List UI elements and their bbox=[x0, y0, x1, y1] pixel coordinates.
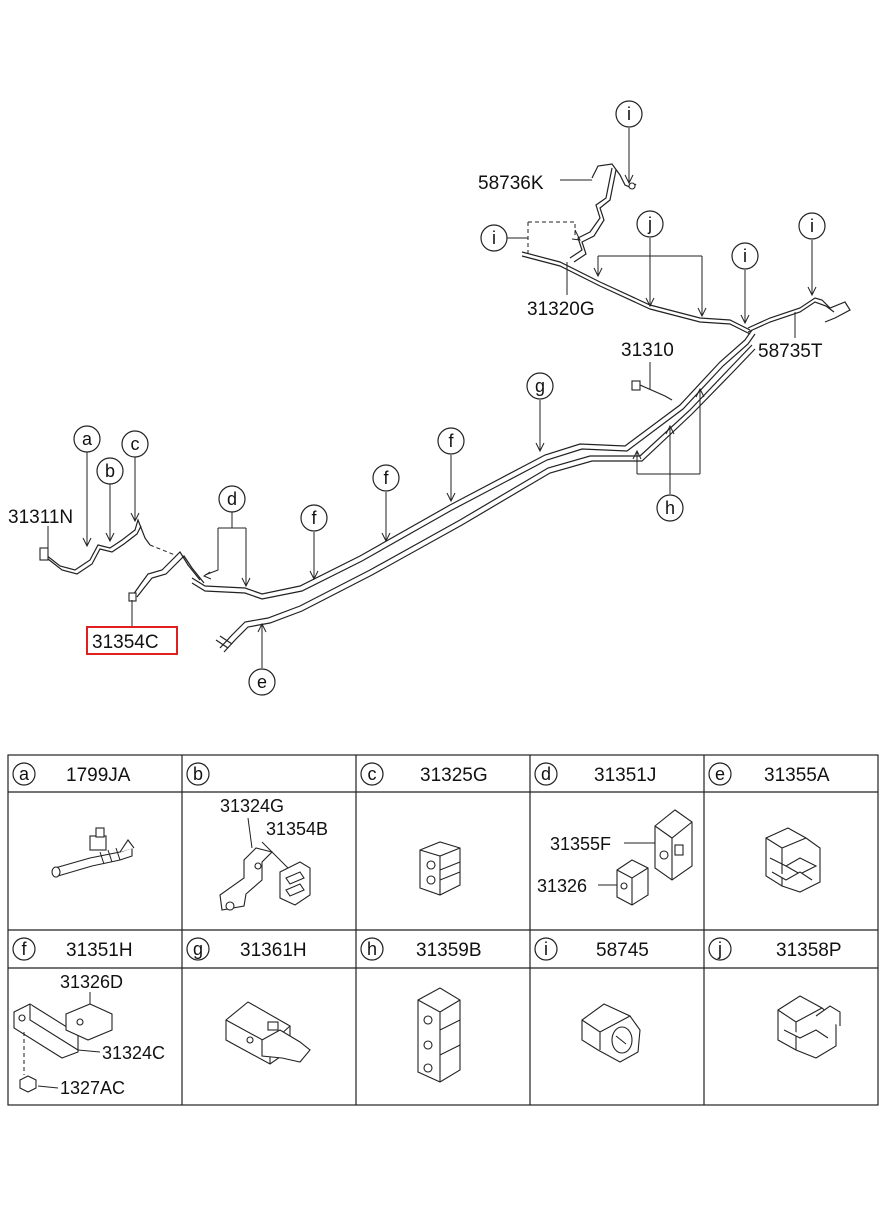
svg-text:f: f bbox=[448, 431, 454, 451]
svg-text:e: e bbox=[715, 764, 725, 784]
cell-header-g: g 31361H bbox=[186, 937, 307, 961]
part-illustration-31355A bbox=[765, 827, 821, 893]
svg-text:i: i bbox=[492, 228, 496, 248]
svg-text:31326D: 31326D bbox=[60, 972, 123, 992]
svg-text:31359B: 31359B bbox=[416, 940, 482, 961]
legend-table: a 1799JA b c 31325G d 31351J e 31355A f … bbox=[7, 754, 879, 1106]
part-label-31320G[interactable]: 31320G bbox=[527, 299, 595, 320]
callout-i-1[interactable]: i bbox=[615, 100, 643, 128]
svg-text:i: i bbox=[627, 104, 631, 124]
callout-i-3[interactable]: i bbox=[731, 242, 759, 270]
part-label-31310[interactable]: 31310 bbox=[621, 340, 674, 361]
svg-text:d: d bbox=[227, 489, 237, 509]
svg-text:h: h bbox=[367, 939, 377, 959]
svg-text:1799JA: 1799JA bbox=[66, 765, 131, 786]
part-illustration-31361H bbox=[225, 1001, 311, 1065]
part-illustration-31359B bbox=[417, 987, 461, 1083]
fuel-pipes bbox=[39, 163, 851, 653]
svg-text:e: e bbox=[257, 672, 267, 692]
part-illustration-1799JA bbox=[51, 827, 135, 878]
svg-text:31351H: 31351H bbox=[66, 940, 133, 961]
callout-g[interactable]: g bbox=[526, 372, 554, 400]
svg-text:a: a bbox=[82, 429, 93, 449]
cell-header-f: f 31351H bbox=[12, 937, 133, 961]
callout-h[interactable]: h bbox=[656, 494, 684, 522]
callout-c[interactable]: c bbox=[121, 430, 149, 458]
callout-d[interactable]: d bbox=[218, 485, 246, 513]
part-label-58736K[interactable]: 58736K bbox=[478, 173, 544, 194]
callout-b[interactable]: b bbox=[96, 457, 124, 485]
part-illustration-31351J: 31355F 31326 bbox=[537, 809, 693, 906]
svg-text:g: g bbox=[193, 939, 203, 959]
callout-a[interactable]: a bbox=[73, 425, 101, 453]
svg-text:f: f bbox=[21, 939, 27, 959]
svg-text:31355A: 31355A bbox=[764, 765, 830, 786]
svg-text:h: h bbox=[665, 498, 675, 518]
callout-circles: a b c d e f f f g h i i j i i bbox=[73, 100, 826, 696]
callout-f-1[interactable]: f bbox=[300, 504, 328, 532]
svg-text:31354B: 31354B bbox=[266, 819, 328, 839]
svg-text:b: b bbox=[193, 764, 203, 784]
svg-text:f: f bbox=[311, 508, 317, 528]
part-illustration-58745 bbox=[581, 1003, 641, 1063]
svg-text:i: i bbox=[810, 216, 814, 236]
callout-f-2[interactable]: f bbox=[372, 464, 400, 492]
svg-text:c: c bbox=[368, 764, 377, 784]
callout-leaders bbox=[47, 128, 817, 668]
svg-text:31324C: 31324C bbox=[102, 1043, 165, 1063]
cell-header-j: j 31358P bbox=[708, 937, 842, 961]
svg-text:g: g bbox=[535, 376, 545, 396]
part-label-31354C[interactable]: 31354C bbox=[92, 632, 159, 653]
cell-header-c: c 31325G bbox=[360, 762, 488, 786]
svg-text:j: j bbox=[647, 214, 652, 234]
cell-header-b: b bbox=[186, 762, 210, 786]
cell-header-d: d 31351J bbox=[534, 762, 656, 786]
part-illustration-b: 31324G 31354B bbox=[219, 796, 328, 911]
svg-text:i: i bbox=[743, 246, 747, 266]
part-label-58735T[interactable]: 58735T bbox=[758, 341, 823, 362]
callout-i-2[interactable]: i bbox=[480, 224, 508, 252]
svg-text:c: c bbox=[131, 434, 140, 454]
part-illustration-31358P bbox=[777, 995, 841, 1059]
svg-text:31351J: 31351J bbox=[594, 765, 656, 786]
svg-text:31358P: 31358P bbox=[776, 940, 842, 961]
highlight-box bbox=[86, 626, 178, 655]
svg-text:b: b bbox=[105, 461, 115, 481]
svg-text:31326: 31326 bbox=[537, 876, 587, 896]
svg-text:j: j bbox=[717, 939, 722, 959]
svg-text:f: f bbox=[383, 468, 389, 488]
cell-header-e: e 31355A bbox=[708, 762, 830, 786]
svg-text:58745: 58745 bbox=[596, 940, 649, 961]
svg-text:31361H: 31361H bbox=[240, 940, 307, 961]
part-illustration-31351H: 31326D 31324C 1327AC bbox=[13, 972, 165, 1098]
part-labels: 58736K 31320G 31310 58735T 31311N 31354C bbox=[8, 173, 823, 655]
callout-j[interactable]: j bbox=[636, 210, 664, 238]
cell-header-h: h 31359B bbox=[360, 937, 482, 961]
svg-text:31324G: 31324G bbox=[220, 796, 284, 816]
svg-text:1327AC: 1327AC bbox=[60, 1078, 125, 1098]
part-illustration-31325G bbox=[419, 841, 461, 896]
svg-text:i: i bbox=[544, 939, 548, 959]
svg-text:31325G: 31325G bbox=[420, 765, 488, 786]
callout-f-3[interactable]: f bbox=[437, 427, 465, 455]
svg-text:31355F: 31355F bbox=[550, 834, 611, 854]
svg-text:a: a bbox=[19, 764, 30, 784]
svg-text:d: d bbox=[541, 764, 551, 784]
callout-e[interactable]: e bbox=[248, 668, 276, 696]
callout-i-4[interactable]: i bbox=[798, 212, 826, 240]
cell-header-a: a 1799JA bbox=[12, 762, 131, 786]
part-label-31311N[interactable]: 31311N bbox=[8, 507, 73, 528]
cell-header-i: i 58745 bbox=[534, 937, 649, 961]
